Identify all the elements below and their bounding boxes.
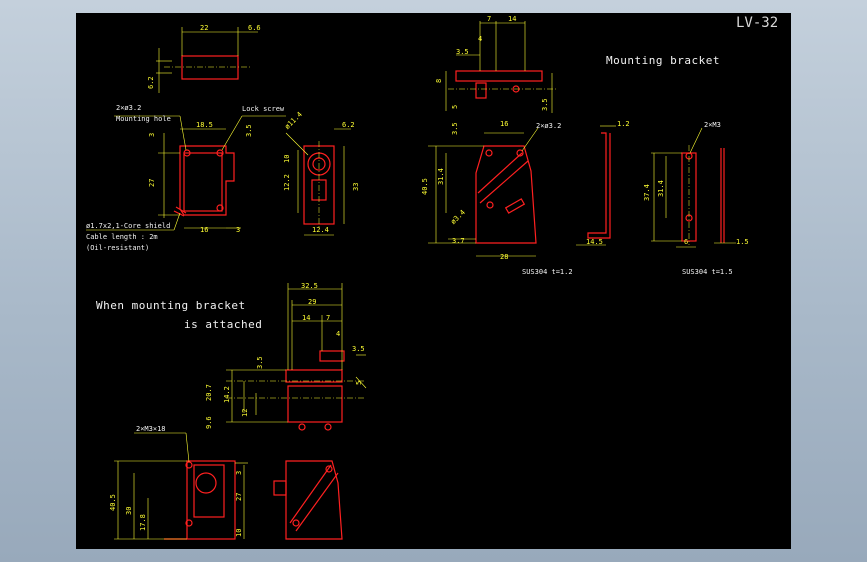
note-material-1: SUS304 t=1.2 (522, 268, 573, 276)
dim-value: 5 (355, 380, 363, 385)
dim-value: 6.6 (248, 24, 261, 32)
dim-value: 3.5 (256, 356, 264, 369)
dim-value: 28 (500, 253, 509, 261)
label-when-attached-1: When mounting bracket (96, 299, 246, 312)
cad-drawing-sheet: .o{fill:none;stroke:#ff2020;stroke-width… (76, 13, 791, 549)
dim-value: 33 (352, 182, 360, 191)
note-hole-count: 2×ø3.2 (116, 104, 142, 112)
assembly-side-view (273, 460, 343, 540)
dim-value: 4 (336, 330, 341, 338)
note-material-2: SUS304 t=1.5 (682, 268, 733, 276)
assembly-front-view (114, 432, 248, 540)
dim-value: 20.7 (205, 384, 213, 401)
bracket-front-view (428, 127, 539, 257)
dim-value: 37.4 (643, 184, 651, 201)
dim-value: 3 (148, 132, 156, 137)
dim-value: 12.4 (312, 226, 329, 234)
dim-value: 29 (308, 298, 317, 306)
dim-value: 40.5 (109, 494, 117, 511)
dim-value: 3 (236, 226, 241, 234)
dim-value: 16 (200, 226, 209, 234)
note-cable-3: (Oil-resistant) (86, 244, 150, 252)
dim-value: 27 (148, 178, 156, 187)
dim-value: 3.5 (352, 345, 365, 353)
dim-value: 16 (500, 120, 509, 128)
dim-value: 31.4 (437, 168, 445, 185)
dim-value: 3.5 (456, 48, 469, 56)
dim-value: 6.2 (342, 121, 355, 129)
dim-value: 14.5 (586, 238, 603, 246)
dim-value: 8 (435, 78, 443, 83)
dim-value: 17.8 (139, 514, 147, 531)
dim-value: 5 (451, 104, 459, 109)
dim-value: 14 (302, 314, 311, 322)
drawing-title: LV-32 (736, 15, 779, 31)
dim-value: 30 (125, 506, 133, 515)
dim-value: 32.5 (301, 282, 318, 290)
dim-value: 14.2 (223, 386, 231, 403)
note-bracket-holes: 2×ø3.2 (536, 122, 562, 130)
note-screw-holes: 2×M3×18 (136, 425, 166, 433)
note-lock-screw: Lock screw (242, 105, 285, 113)
dim-value: 14 (508, 15, 517, 23)
dim-value: 12 (241, 408, 249, 417)
drawing-lines: .o{fill:none;stroke:#ff2020;stroke-width… (86, 21, 736, 540)
dim-value: 3.5 (451, 122, 459, 135)
note-cable-1: ø1.7x2,1-Core shield (86, 222, 171, 230)
bracket2-views (651, 127, 736, 248)
bracket-top-view (445, 21, 556, 113)
dim-value: 10 (235, 528, 243, 537)
dim-value: 4 (478, 35, 483, 43)
dim-value: 7 (326, 314, 331, 322)
dim-value: 40.5 (421, 178, 429, 195)
dim-value: 18.5 (196, 121, 213, 129)
dim-value: 22 (200, 24, 209, 32)
label-when-attached-2: is attached (184, 318, 263, 331)
dim-value: 3.5 (245, 124, 253, 137)
note-mounting-hole: Mounting hole (116, 115, 171, 123)
dim-value: 3.7 (452, 237, 465, 245)
dim-value: 6 (684, 238, 689, 246)
dim-value: 12.2 (283, 174, 291, 191)
dim-value: 31.4 (657, 180, 665, 197)
sensor-top-view (156, 27, 258, 93)
note-cable-2: Cable length : 2m (86, 233, 158, 241)
dim-value: 6.2 (147, 76, 155, 89)
dim-value: 7 (487, 15, 492, 23)
dim-value: 1.5 (736, 238, 749, 246)
note-bracket2-holes: 2×M3 (704, 121, 721, 129)
sensor-side-view (285, 128, 351, 236)
sensor-front-view (86, 115, 286, 231)
bracket-side-view (576, 125, 616, 246)
dim-value: 1.2 (617, 120, 630, 128)
label-mounting-bracket: Mounting bracket (606, 54, 720, 67)
dim-value: 27 (235, 492, 243, 501)
dim-value: 10 (283, 154, 291, 163)
dim-value: 3.5 (541, 98, 549, 111)
dim-value: 9.6 (205, 416, 213, 429)
assembly-top-view (226, 283, 367, 431)
dim-value: 3 (235, 470, 243, 475)
